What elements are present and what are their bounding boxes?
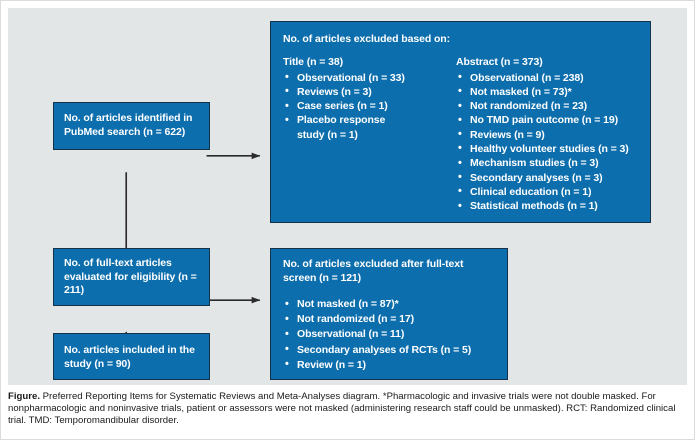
figure-caption: Figure. Preferred Reporting Items for Sy…	[8, 391, 687, 426]
list-item: Secondary analyses of RCTs (n = 5)	[283, 342, 495, 358]
list-item: Observational (n = 11)	[283, 327, 495, 342]
excluded-abstract-heading: Abstract (n = 373)	[456, 56, 543, 68]
list-item: Placebo response study (n = 1)	[283, 113, 456, 142]
identified-records-box: No. of articles identified in PubMed sea…	[53, 102, 210, 150]
list-item: Not randomized (n = 17)	[283, 312, 495, 327]
full-text-assessed-box: No. of full-text articles evaluated for …	[53, 248, 210, 306]
list-item: Case series (n = 1)	[283, 99, 456, 114]
excluded-abstract-column: Abstract (n = 373) Observational (n = 23…	[456, 55, 638, 213]
excluded-screening-title: No. of articles excluded based on:	[283, 33, 450, 45]
excluded-fulltext-box: No. of articles excluded after full-text…	[270, 248, 508, 380]
list-item: Mechanism studies (n = 3)	[456, 156, 638, 171]
excluded-abstract-list: Observational (n = 238) Not masked (n = …	[456, 70, 638, 214]
diagram-canvas: No. of articles identified in PubMed sea…	[8, 8, 687, 385]
list-item: Healthy volunteer studies (n = 3)	[456, 141, 638, 156]
list-item: Reviews (n = 3)	[283, 84, 456, 99]
list-item: Observational (n = 238)	[456, 70, 638, 85]
list-item: Not masked (n = 73)*	[456, 84, 638, 99]
list-item: No TMD pain outcome (n = 19)	[456, 113, 638, 128]
included-studies-box: No. articles included in the study (n = …	[53, 333, 210, 380]
list-item: Statistical methods (n = 1)	[456, 199, 638, 214]
list-item: Observational (n = 33)	[283, 70, 456, 85]
list-item: Clinical education (n = 1)	[456, 184, 638, 199]
excluded-title-heading: Title (n = 38)	[283, 56, 343, 68]
full-text-assessed-label: No. of full-text articles evaluated for …	[64, 257, 197, 296]
list-item: Not masked (n = 87)*	[283, 296, 495, 312]
list-item: Secondary analyses (n = 3)	[456, 170, 638, 185]
excluded-title-list: Observational (n = 33) Reviews (n = 3) C…	[283, 70, 456, 142]
identified-records-label: No. of articles identified in PubMed sea…	[64, 112, 193, 138]
figure-caption-body: Preferred Reporting Items for Systematic…	[8, 391, 676, 426]
excluded-fulltext-title: No. of articles excluded after full-text…	[283, 258, 464, 284]
included-studies-label: No. articles included in the study (n = …	[64, 344, 195, 370]
excluded-screening-columns: Title (n = 38) Observational (n = 33) Re…	[283, 55, 638, 213]
list-item: Not randomized (n = 23)	[456, 99, 638, 114]
excluded-fulltext-list: Not masked (n = 87)* Not randomized (n =…	[283, 296, 495, 373]
list-item: Review (n = 1)	[283, 357, 495, 373]
excluded-title-column: Title (n = 38) Observational (n = 33) Re…	[283, 55, 456, 213]
list-item: Reviews (n = 9)	[456, 127, 638, 142]
excluded-screening-box: No. of articles excluded based on: Title…	[270, 21, 651, 223]
figure-caption-label: Figure.	[8, 391, 40, 402]
